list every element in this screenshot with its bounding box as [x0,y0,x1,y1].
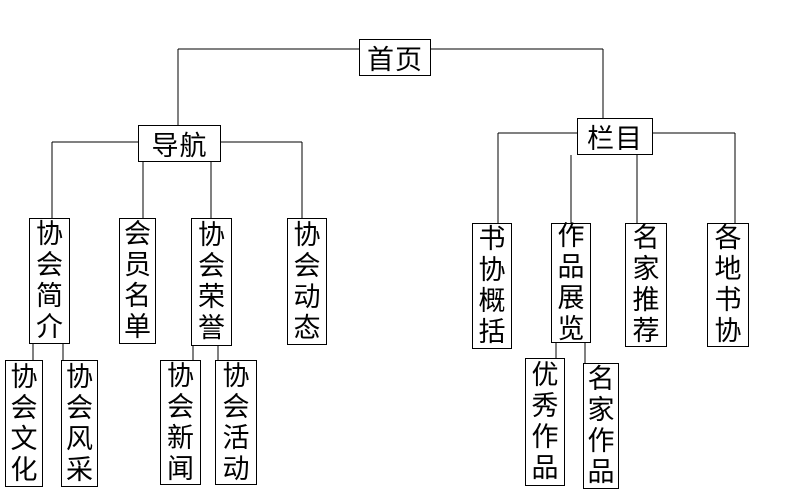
column-item-regional: 各地书协 [707,223,749,347]
columns-node: 栏目 [577,118,653,155]
nav-node: 导航 [138,125,221,162]
root-node: 首页 [359,39,431,76]
exhibition-child-masters: 名家作品 [583,363,619,489]
nav-item-honors: 协会荣誉 [191,218,232,346]
exhibition-child-excellent: 优秀作品 [525,358,565,486]
nav-item-intro: 协会简介 [29,218,70,344]
column-item-masters: 名家推荐 [625,223,667,347]
honors-child-activities: 协会活动 [215,360,257,485]
intro-child-culture: 协会文化 [5,360,43,487]
nav-item-members: 会员名单 [119,218,156,344]
nav-item-news: 协会动态 [287,218,327,345]
honors-child-news: 协会新闻 [160,360,201,485]
column-item-exhibition: 作品展览 [551,221,591,345]
column-item-overview: 书协概括 [472,223,512,349]
intro-child-style: 协会风采 [61,360,98,487]
